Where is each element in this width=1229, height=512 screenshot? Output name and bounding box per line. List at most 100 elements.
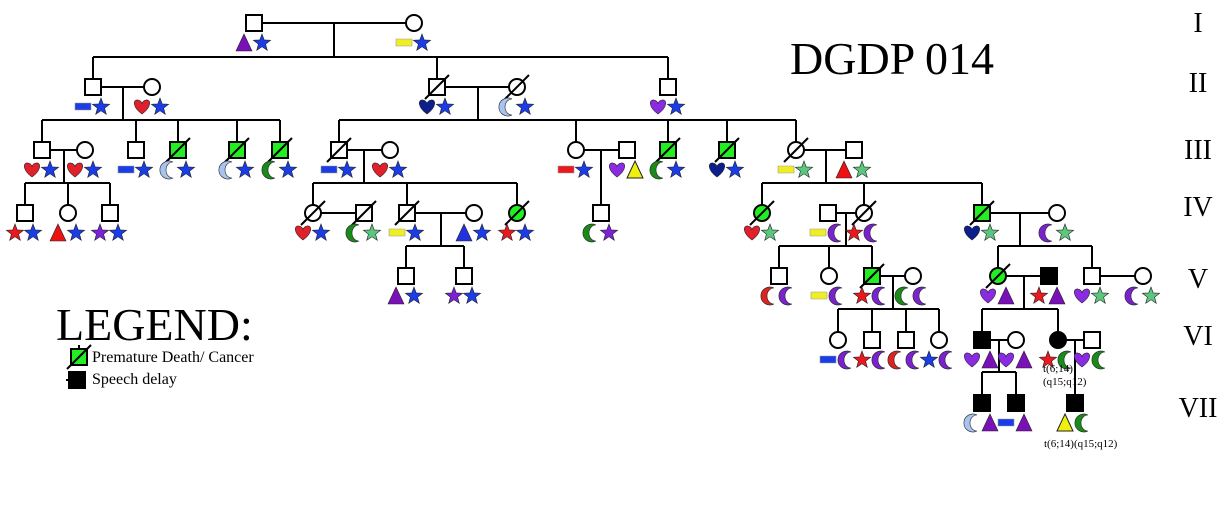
karyotype-annotation-vii3: t(6;14)(q15;q12)	[1044, 438, 1117, 451]
deceased-slash	[504, 74, 530, 100]
female-symbol	[1134, 267, 1152, 285]
male-symbol	[659, 78, 677, 96]
male-symbol	[397, 267, 415, 285]
legend-affected-symbol	[66, 344, 92, 370]
deceased-slash	[224, 137, 250, 163]
female-symbol	[59, 204, 77, 222]
individual-V-7	[985, 263, 1011, 289]
heart-icon	[609, 162, 625, 178]
individual-IV-3	[101, 204, 119, 222]
legend-item-premature-death: Premature Death/ Cancer	[92, 349, 254, 366]
legend-speech-symbol	[68, 371, 86, 389]
triangle-icon	[49, 223, 67, 242]
karyotype-line-2: (q15;q12)	[1043, 376, 1087, 388]
female-symbol	[829, 331, 847, 349]
deceased-slash	[859, 263, 885, 289]
star-icon	[337, 160, 357, 178]
male-symbol	[1040, 267, 1058, 285]
bar-icon	[388, 228, 406, 237]
bar-icon	[777, 165, 795, 174]
star-icon	[362, 223, 382, 241]
bar-icon	[997, 418, 1015, 427]
male-symbol	[618, 141, 636, 159]
individual-IV-10	[749, 200, 775, 226]
individual-VI-2	[863, 331, 881, 349]
individual-VI-3	[897, 331, 915, 349]
star-icon	[311, 223, 331, 241]
moon-icon	[345, 223, 360, 243]
deceased-slash	[66, 344, 92, 370]
female-symbol	[143, 78, 161, 96]
star-icon	[852, 286, 872, 304]
heart-icon	[709, 162, 725, 178]
male-symbol	[84, 78, 102, 96]
individual-V-5	[859, 263, 885, 289]
deceased-slash	[351, 200, 377, 226]
moon-icon	[828, 286, 843, 306]
individual-IV-2	[59, 204, 77, 222]
deceased-slash	[165, 137, 191, 163]
individual-I-1	[245, 14, 263, 32]
moon-icon	[1091, 350, 1106, 370]
male-symbol	[897, 331, 915, 349]
female-symbol	[1007, 331, 1025, 349]
individual-III-14	[845, 141, 863, 159]
moon-icon	[887, 350, 902, 370]
star-icon	[435, 97, 455, 115]
moon-icon	[894, 286, 909, 306]
heart-icon	[998, 352, 1014, 368]
individual-IV-7	[465, 204, 483, 222]
heart-icon	[419, 99, 435, 115]
star-icon	[574, 160, 594, 178]
star-icon	[5, 223, 25, 241]
heart-icon	[372, 162, 388, 178]
generation-label-2: II	[1188, 68, 1208, 99]
individual-IV-1	[16, 204, 34, 222]
individual-VII-2	[1007, 394, 1025, 412]
female-symbol	[381, 141, 399, 159]
moon-icon	[582, 223, 597, 243]
male-symbol	[863, 331, 881, 349]
star-icon	[852, 350, 872, 368]
pedigree-title: DGDP 014	[790, 33, 995, 84]
female-symbol	[465, 204, 483, 222]
moon-icon	[863, 223, 878, 243]
star-icon	[1029, 286, 1049, 304]
individual-II-5	[659, 78, 677, 96]
star-icon	[666, 160, 686, 178]
deceased-slash	[300, 200, 326, 226]
heart-icon	[744, 225, 760, 241]
star-icon	[599, 223, 619, 241]
deceased-slash	[504, 200, 530, 226]
star-icon	[91, 97, 111, 115]
karyotype-annotation-vi7: t(6;14) (q15;q12)	[1043, 363, 1086, 389]
star-icon	[23, 223, 43, 241]
individual-V-2	[455, 267, 473, 285]
bar-icon	[810, 291, 828, 300]
male-symbol	[1066, 394, 1084, 412]
male-symbol	[973, 331, 991, 349]
moon-icon	[1038, 223, 1053, 243]
bar-icon	[395, 38, 413, 47]
male-symbol	[33, 141, 51, 159]
star-icon	[852, 160, 872, 178]
heart-icon	[964, 352, 980, 368]
moon-icon	[963, 413, 978, 433]
star-icon	[150, 97, 170, 115]
individual-VI-5	[973, 331, 991, 349]
individual-IV-11	[819, 204, 837, 222]
deceased-slash	[267, 137, 293, 163]
heart-icon	[295, 225, 311, 241]
moon-icon	[261, 160, 276, 180]
deceased-slash	[424, 74, 450, 100]
star-icon	[90, 223, 110, 241]
female-symbol	[567, 141, 585, 159]
star-icon	[472, 223, 492, 241]
heart-icon	[964, 225, 980, 241]
star-icon	[760, 223, 780, 241]
star-icon	[497, 223, 517, 241]
triangle-icon	[626, 159, 644, 179]
star-icon	[134, 160, 154, 178]
bar-icon	[809, 228, 827, 237]
